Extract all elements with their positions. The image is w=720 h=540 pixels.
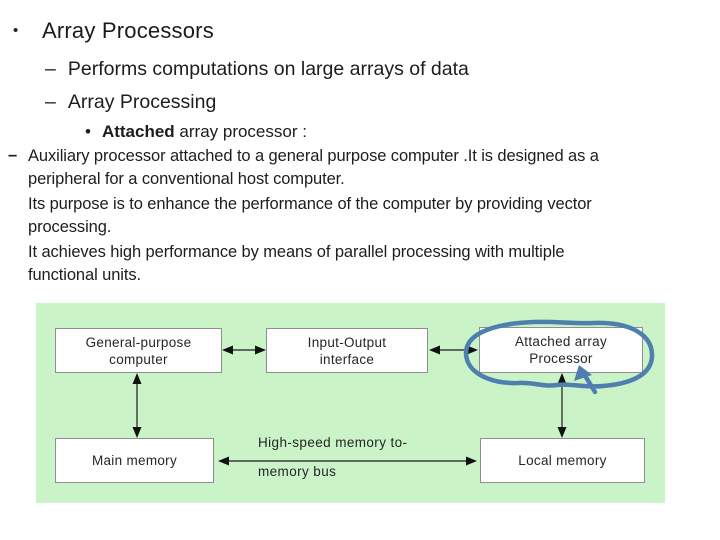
arrow-io-aap [429, 345, 478, 355]
page-title: Array Processors [42, 18, 214, 43]
bullet-item-array-processing: –Array Processing [45, 91, 216, 114]
body-line: processing. [28, 218, 112, 236]
box-label-line: Attached array [515, 334, 607, 349]
body-line: Its purpose is to enhance the performanc… [28, 195, 592, 213]
box-label-line: interface [319, 351, 375, 367]
dash-marker: – [45, 91, 56, 113]
bus-label-line2: memory bus [258, 464, 337, 479]
title-bullet: • [13, 22, 19, 39]
diagram-box-input-output-interface: Input-Output interface [266, 328, 428, 373]
arrow-memory-bus [218, 456, 477, 466]
heading-rest: array processor : [174, 122, 307, 141]
bullet-item-text: Array Processing [67, 91, 217, 113]
arrow-gpc-io [222, 345, 266, 355]
diagram-box-general-purpose-computer: General-purpose computer [55, 328, 222, 373]
box-label-line: General-purpose [85, 334, 192, 350]
arrow-gpc-mainmem [132, 373, 142, 438]
body-line: functional units. [28, 266, 141, 284]
body-line: It achieves high performance by means of… [28, 243, 565, 261]
heading-bold: Attached [101, 122, 175, 141]
diagram-box-attached-array-processor: Attached array Processor [479, 327, 643, 373]
diagram-panel: General-purpose computer Input-Output in… [36, 303, 665, 503]
box-label-line: Main memory [91, 453, 178, 468]
bullet-item-performs: –Performs computations on large arrays o… [45, 58, 469, 81]
diagram-box-main-memory: Main memory [55, 438, 214, 483]
diagram-box-local-memory: Local memory [480, 438, 645, 483]
bullet-item-attached-array-processor: • Attached array processor : [85, 122, 307, 142]
box-label-line: Processor [529, 351, 593, 366]
dash-marker: – [8, 146, 18, 164]
body-line: peripheral for a conventional host compu… [28, 170, 345, 188]
body-line: Auxiliary processor attached to a genera… [28, 147, 599, 165]
arrow-aap-localmem [557, 373, 567, 438]
box-label-line: Local memory [518, 453, 607, 468]
box-label-line: computer [109, 351, 168, 367]
dash-marker: – [45, 58, 56, 80]
bus-label-line1: High-speed memory to- [258, 435, 408, 450]
bullet-marker: • [85, 122, 91, 141]
box-label-line: Input-Output [307, 334, 387, 350]
bullet-item-text: Performs computations on large arrays of… [67, 58, 469, 80]
